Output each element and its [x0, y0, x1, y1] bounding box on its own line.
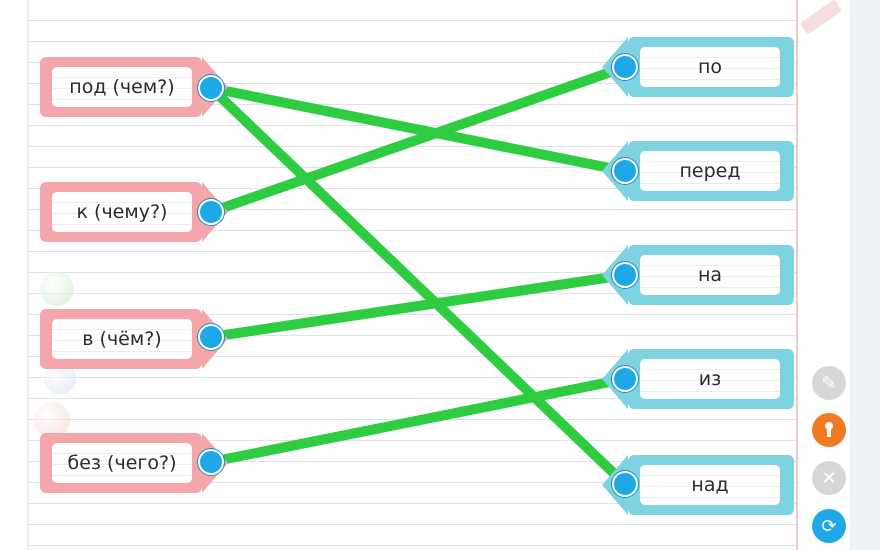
right-card-4[interactable]: над — [602, 455, 794, 515]
close-icon: ✕ — [821, 467, 837, 489]
clear-button[interactable]: ✕ — [812, 461, 846, 495]
right-card-0[interactable]: по — [602, 37, 794, 97]
right-card-label: на — [640, 255, 780, 295]
left-card-3[interactable]: без (чего?) — [40, 433, 228, 493]
left-card-label: под (чем?) — [52, 67, 192, 107]
connection-line-1[interactable] — [206, 83, 630, 489]
left-connector-dot-0[interactable] — [198, 75, 224, 101]
right-connector-dot-4[interactable] — [612, 471, 638, 497]
left-card-label: к (чему?) — [52, 192, 192, 232]
right-connector-dot-3[interactable] — [612, 366, 638, 392]
right-connector-dot-2[interactable] — [612, 262, 638, 288]
right-margin-line — [796, 0, 798, 550]
left-card-1[interactable]: к (чему?) — [40, 182, 228, 242]
bubble-decoration — [40, 272, 74, 306]
right-connector-dot-1[interactable] — [612, 158, 638, 184]
left-margin-line — [27, 0, 29, 550]
left-connector-dot-3[interactable] — [198, 449, 224, 475]
left-card-label: в (чём?) — [52, 319, 192, 359]
left-connector-dot-1[interactable] — [198, 199, 224, 225]
keyhole-icon — [824, 422, 834, 438]
right-card-label: из — [640, 359, 780, 399]
connection-line-0[interactable] — [206, 83, 630, 176]
check-note-icon: ✎ — [821, 372, 837, 394]
show-answer-button[interactable] — [812, 413, 846, 447]
notebook-edge — [850, 0, 880, 550]
right-card-1[interactable]: перед — [602, 141, 794, 201]
right-card-label: по — [640, 47, 780, 87]
left-card-label: без (чего?) — [52, 443, 192, 483]
right-card-3[interactable]: из — [602, 349, 794, 409]
left-card-2[interactable]: в (чём?) — [40, 309, 228, 369]
bubble-decoration — [34, 402, 70, 438]
reload-button[interactable]: ⟳ — [812, 509, 846, 543]
right-card-label: перед — [640, 151, 780, 191]
right-card-2[interactable]: на — [602, 245, 794, 305]
right-card-label: над — [640, 465, 780, 505]
connection-line-3[interactable] — [206, 270, 630, 342]
left-card-0[interactable]: под (чем?) — [40, 57, 228, 117]
left-connector-dot-2[interactable] — [198, 324, 224, 350]
check-answer-button[interactable]: ✎ — [812, 366, 846, 400]
refresh-icon: ⟳ — [821, 515, 837, 537]
connection-line-2[interactable] — [206, 62, 630, 217]
connection-line-4[interactable] — [206, 374, 630, 467]
right-connector-dot-0[interactable] — [612, 54, 638, 80]
